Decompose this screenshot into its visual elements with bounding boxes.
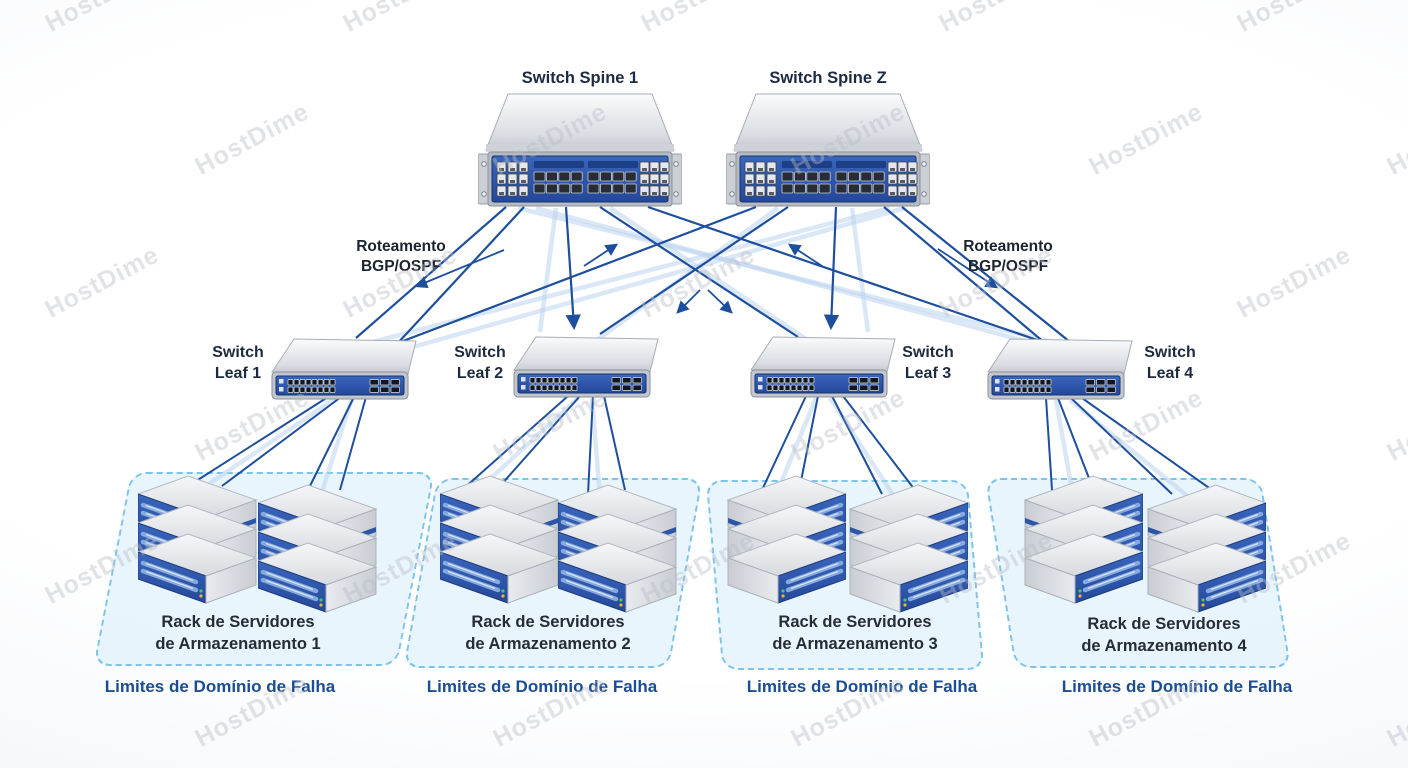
routing-right-line1: Roteamento (963, 238, 1053, 255)
watermark-text: HostDime (636, 240, 760, 324)
rack-1-label-line1: Rack de Servidores (161, 613, 315, 631)
spine-2-label: Switch Spine Z (769, 69, 887, 87)
leaf-switch-4 (986, 337, 1141, 406)
watermark-text: HostDime (1382, 97, 1408, 181)
rack-2-label-line1: Rack de Servidores (471, 613, 625, 631)
leaf-1-label: Switch Leaf 1 (188, 343, 288, 385)
leaf-4-label-line1: Switch (1144, 344, 1196, 361)
leaf-3-label-line2: Leaf 3 (904, 364, 952, 382)
routing-right-line2: BGP/OSPF (967, 258, 1049, 276)
server-stack-4b (1146, 483, 1268, 626)
leaf-3-label-line1: Switch (902, 344, 954, 361)
watermark-text: HostDime (40, 240, 164, 324)
watermark-text: HostDime (1232, 240, 1356, 324)
rack-4-label-line2: de Armazenamento 4 (1081, 637, 1247, 656)
watermark-text: HostDime (1232, 0, 1356, 39)
server-stack-3a (726, 474, 848, 617)
rack-3-label-line1: Rack de Servidores (778, 613, 932, 631)
leaf-2-label: Switch Leaf 2 (430, 343, 530, 385)
rack-1-label: Rack de Servidores de Armazenamento 1 (118, 611, 358, 656)
routing-label-left: Roteamento BGP/OSPF (326, 237, 476, 277)
leaf-4-label: Switch Leaf 4 (1120, 343, 1220, 385)
leaf-switch-2 (512, 335, 667, 404)
leaf-switch-3 (749, 335, 904, 404)
server-stack-4a (1023, 474, 1145, 617)
routing-arrows (414, 243, 999, 314)
leaf-2-label-line2: Leaf 2 (456, 364, 504, 382)
watermark-text: HostDime (1382, 669, 1408, 753)
routing-label-right: Roteamento BGP/OSPF (933, 237, 1083, 277)
rack-2-label: Rack de Servidores de Armazenamento 2 (428, 611, 668, 656)
leaf-switch-1 (270, 337, 425, 406)
rack-3-label: Rack de Servidores de Armazenamento 3 (735, 611, 975, 656)
leaf-1-label-line2: Leaf 1 (214, 364, 262, 382)
boundary-label-3: Limites de Domínio de Falha (746, 677, 978, 696)
spine-1-label: Switch Spine 1 (521, 69, 639, 87)
server-stack-3b (848, 483, 970, 626)
leaf-4-label-line2: Leaf 4 (1146, 364, 1194, 382)
server-stack-2b (556, 483, 678, 626)
watermark-text: HostDime (338, 0, 462, 39)
watermark-text: HostDime (40, 0, 164, 39)
rack-2-label-line2: de Armazenamento 2 (465, 635, 631, 654)
boundary-label-1: Limites de Domínio de Falha (104, 677, 336, 696)
watermark-text: HostDime (190, 97, 314, 181)
watermark-text: HostDime (934, 0, 1058, 39)
server-stack-1b (256, 483, 378, 626)
leaf-3-label: Switch Leaf 3 (878, 343, 978, 385)
spine-switch-1 (477, 92, 683, 215)
rack-4-label: Rack de Servidores de Armazenamento 4 (1044, 613, 1284, 658)
server-stack-1a (136, 474, 258, 617)
boundary-label-2: Limites de Domínio de Falha (426, 677, 658, 696)
leaf-2-label-line1: Switch (454, 344, 506, 361)
watermark-text: HostDime (636, 0, 760, 39)
rack-3-label-line2: de Armazenamento 3 (772, 635, 938, 654)
leaf-1-label-line1: Switch (212, 344, 264, 361)
routing-left-line1: Roteamento (356, 238, 446, 255)
watermark-text: HostDime (1382, 383, 1408, 467)
routing-left-line2: BGP/OSPF (360, 258, 442, 276)
rack-4-label-line1: Rack de Servidores (1087, 615, 1241, 633)
spine-switch-2 (725, 92, 931, 215)
rack-1-label-line2: de Armazenamento 1 (155, 635, 321, 654)
boundary-label-4: Limites de Domínio de Falha (1061, 677, 1293, 696)
watermark-text: HostDime (1084, 97, 1208, 181)
spine-leaf-links (355, 205, 1081, 351)
server-stack-2a (438, 474, 560, 617)
